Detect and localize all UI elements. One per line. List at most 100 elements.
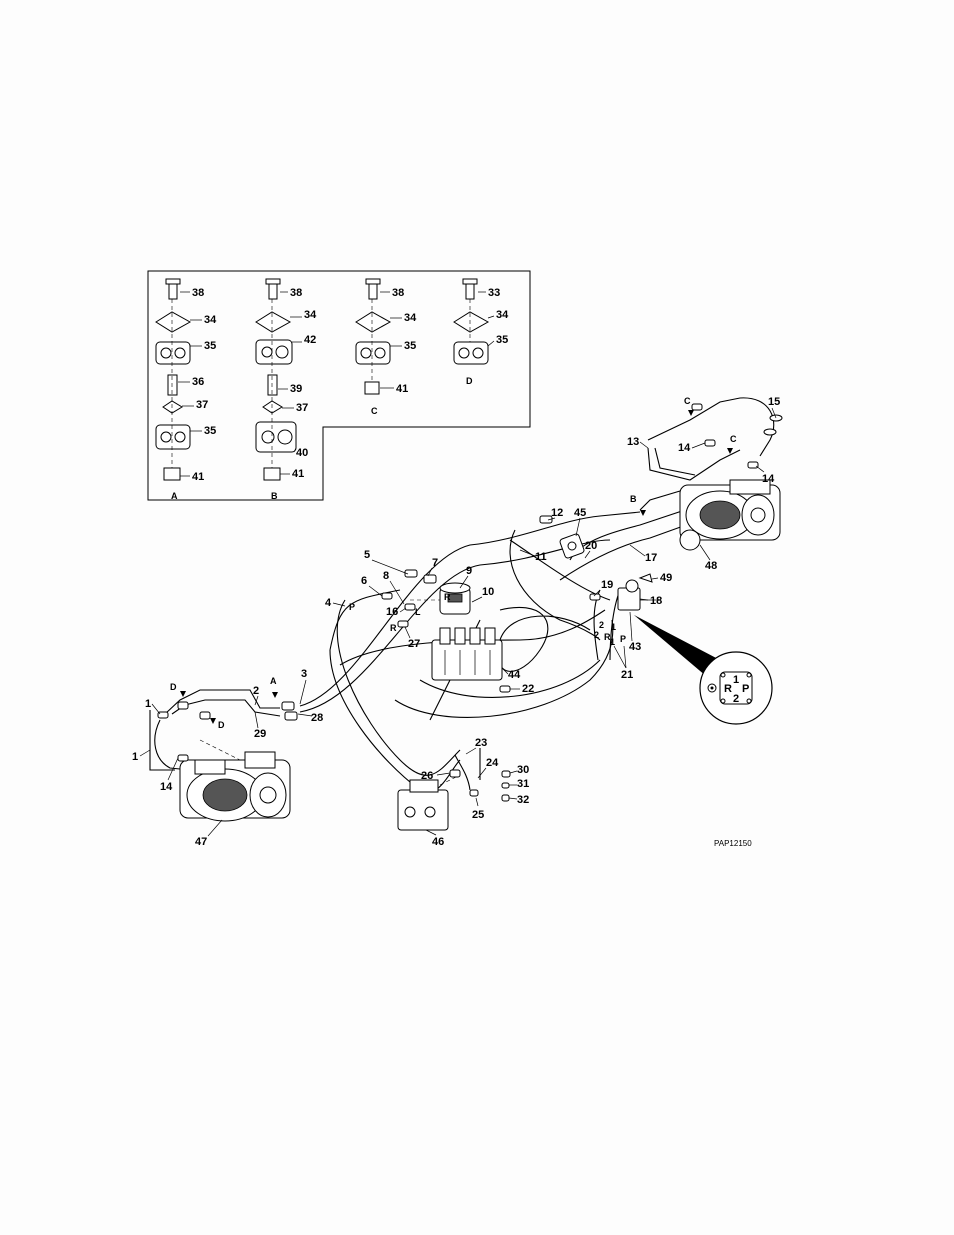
callout-16: 16 — [386, 606, 398, 618]
callout-4: 4 — [325, 597, 332, 609]
callout-1a: 1 — [145, 698, 151, 710]
group-b-label-0: 38 — [290, 287, 302, 299]
callout-25: 25 — [472, 809, 484, 821]
callout-3: 3 — [301, 668, 307, 680]
weld-nut-icon — [164, 468, 180, 480]
callout-19: 19 — [601, 579, 613, 591]
callout-14-right: 14 — [762, 473, 775, 485]
hose-ends-15-icon — [764, 415, 782, 435]
callout-5: 5 — [364, 549, 370, 561]
group-d-label-1: 34 — [496, 309, 509, 321]
group-b-label-2: 42 — [304, 334, 316, 346]
callout-48: 48 — [705, 560, 717, 572]
clamp-marker-c-2: C — [730, 434, 737, 444]
group-b-label-5: 40 — [296, 447, 308, 459]
port-r-left: R — [390, 623, 397, 633]
group-c-label-0: 38 — [392, 287, 404, 299]
callout-11: 11 — [535, 551, 547, 563]
callout-13: 13 — [627, 436, 639, 448]
group-c-id: C — [371, 406, 378, 416]
callout-14-mid: 14 — [678, 442, 691, 454]
cover-plate-icon — [356, 312, 390, 332]
inset-port-top: 1 — [733, 674, 739, 686]
port-p-right: P — [620, 634, 626, 644]
group-c-label-3: 41 — [396, 383, 408, 395]
group-a-label-1: 34 — [204, 314, 217, 326]
callout-47: 47 — [195, 836, 207, 848]
clamp-marker-d-2: D — [218, 720, 225, 730]
callout-31: 31 — [517, 778, 529, 790]
group-b-label-4: 37 — [296, 402, 308, 414]
callout-22: 22 — [522, 683, 534, 695]
callout-49: 49 — [660, 572, 672, 584]
clamp-marker-a: A — [270, 676, 277, 686]
port-2-mid: 2 — [599, 620, 604, 630]
group-a-id: A — [171, 491, 178, 501]
callout-20: 20 — [585, 540, 597, 552]
group-b-label-6: 41 — [292, 468, 304, 480]
fitting-block-45-icon — [559, 533, 585, 559]
bolt-head-icon — [166, 279, 180, 284]
port-1-mid: 1 — [611, 622, 616, 632]
callout-14-left: 14 — [160, 781, 173, 793]
group-a-label-6: 41 — [192, 471, 204, 483]
callout-27: 27 — [408, 638, 420, 650]
port-r-9: R — [444, 592, 451, 602]
callout-2: 2 — [253, 685, 259, 697]
group-d-id: D — [466, 376, 473, 386]
callout-24: 24 — [486, 757, 499, 769]
group-b-label-1: 34 — [304, 309, 317, 321]
group-c-label-2: 35 — [404, 340, 416, 352]
group-a-label-2: 35 — [204, 340, 216, 352]
inset-port-bottom: 2 — [733, 693, 739, 705]
cover-plate-icon — [454, 312, 488, 332]
port-p-left: P — [349, 602, 355, 612]
callout-17: 17 — [645, 552, 657, 564]
callout-30: 30 — [517, 764, 529, 776]
inset-port-left: R — [724, 683, 732, 695]
callout-1b: 1 — [132, 751, 138, 763]
control-valve-44-icon — [432, 628, 502, 680]
port-2-right: 2 — [594, 630, 599, 640]
cover-plate-icon — [156, 312, 190, 332]
valve-block-46-icon — [398, 775, 460, 830]
cover-plate-icon — [256, 312, 290, 332]
callout-43: 43 — [629, 641, 641, 653]
fitting-49-icon — [640, 574, 652, 582]
group-b-label-3: 39 — [290, 383, 302, 395]
callout-45: 45 — [574, 507, 586, 519]
clamp-group-a: 38 34 35 36 37 35 41 A — [156, 279, 217, 501]
port-1-right: 1 — [610, 637, 615, 647]
weld-nut-icon — [264, 468, 280, 480]
clamp-marker-c-1: C — [684, 396, 691, 406]
callout-10: 10 — [482, 586, 494, 598]
group-b-id: B — [271, 491, 278, 501]
hydraulic-pump-48-icon — [680, 480, 780, 550]
washer-icon — [163, 401, 182, 413]
port-layout-inset: 1 R P 2 — [634, 615, 772, 724]
port-r-right: R — [604, 632, 611, 642]
callout-12: 12 — [551, 507, 563, 519]
group-a-label-0: 38 — [192, 287, 204, 299]
group-a-label-5: 35 — [204, 425, 216, 437]
callout-44: 44 — [508, 669, 521, 681]
hydraulic-pump-47-icon — [180, 740, 290, 821]
callout-26: 26 — [421, 770, 433, 782]
clamp-detail-inset: 38 34 35 36 37 35 41 A — [148, 271, 530, 501]
callout-46: 46 — [432, 836, 444, 848]
callout-6: 6 — [361, 575, 367, 587]
group-d-label-0: 33 — [488, 287, 500, 299]
clamp-group-c: 38 34 35 41 C — [356, 279, 417, 416]
drawing-code: PAP12150 — [714, 839, 752, 848]
washer-icon — [263, 401, 282, 413]
callout-23: 23 — [475, 737, 487, 749]
stud-icon — [168, 375, 177, 395]
callout-9: 9 — [466, 565, 472, 577]
clamp-marker-b: B — [630, 494, 637, 504]
weld-nut-icon — [365, 382, 379, 394]
port-l: L — [415, 607, 421, 617]
callout-18: 18 — [650, 595, 662, 607]
callout-8: 8 — [383, 570, 389, 582]
